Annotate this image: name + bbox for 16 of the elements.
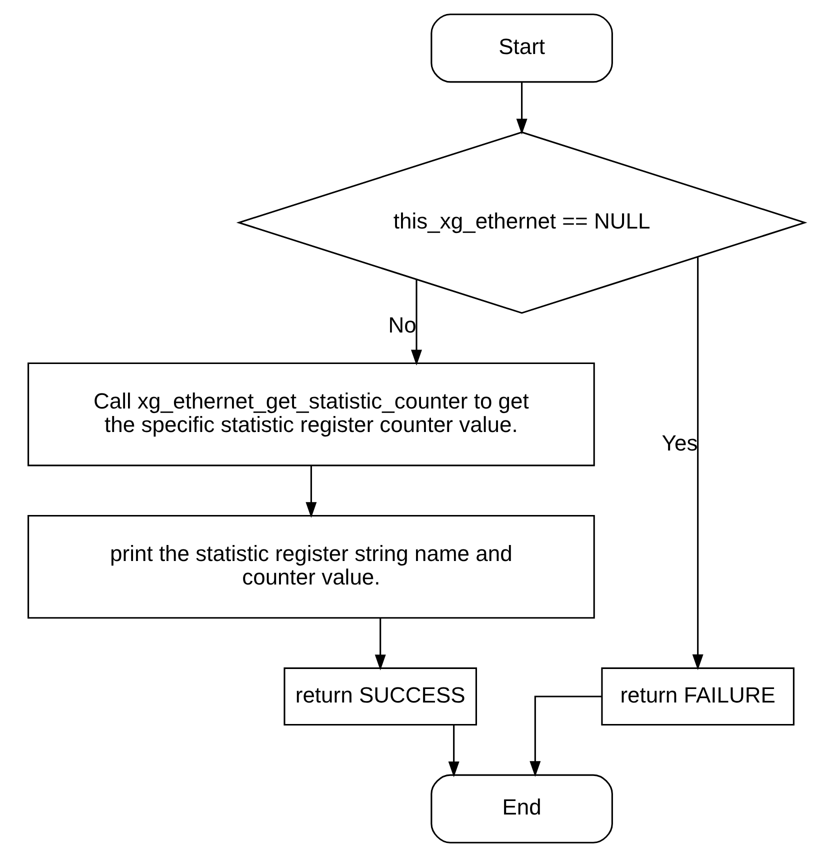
node-box: Start <box>430 14 613 83</box>
arrow <box>448 724 460 778</box>
node-box: return SUCCESS <box>284 667 478 726</box>
node-box: End <box>430 774 613 844</box>
arrow <box>306 466 317 518</box>
node-diamond: this_xg_ethernet == NULL <box>236 131 808 314</box>
arrow <box>692 257 704 670</box>
edge-label: No <box>388 312 416 338</box>
edge-label: Yes <box>662 430 698 456</box>
arrow <box>530 696 602 777</box>
arrow <box>411 280 422 366</box>
node-box: return FAILURE <box>601 667 794 726</box>
node-box: print the statistic register string name and counter value. <box>28 514 595 619</box>
node-box: Call xg_ethernet_get_statistic_counter to get the specific statistic register counter value. <box>28 362 595 466</box>
arrow <box>516 82 528 135</box>
arrow <box>374 618 386 670</box>
